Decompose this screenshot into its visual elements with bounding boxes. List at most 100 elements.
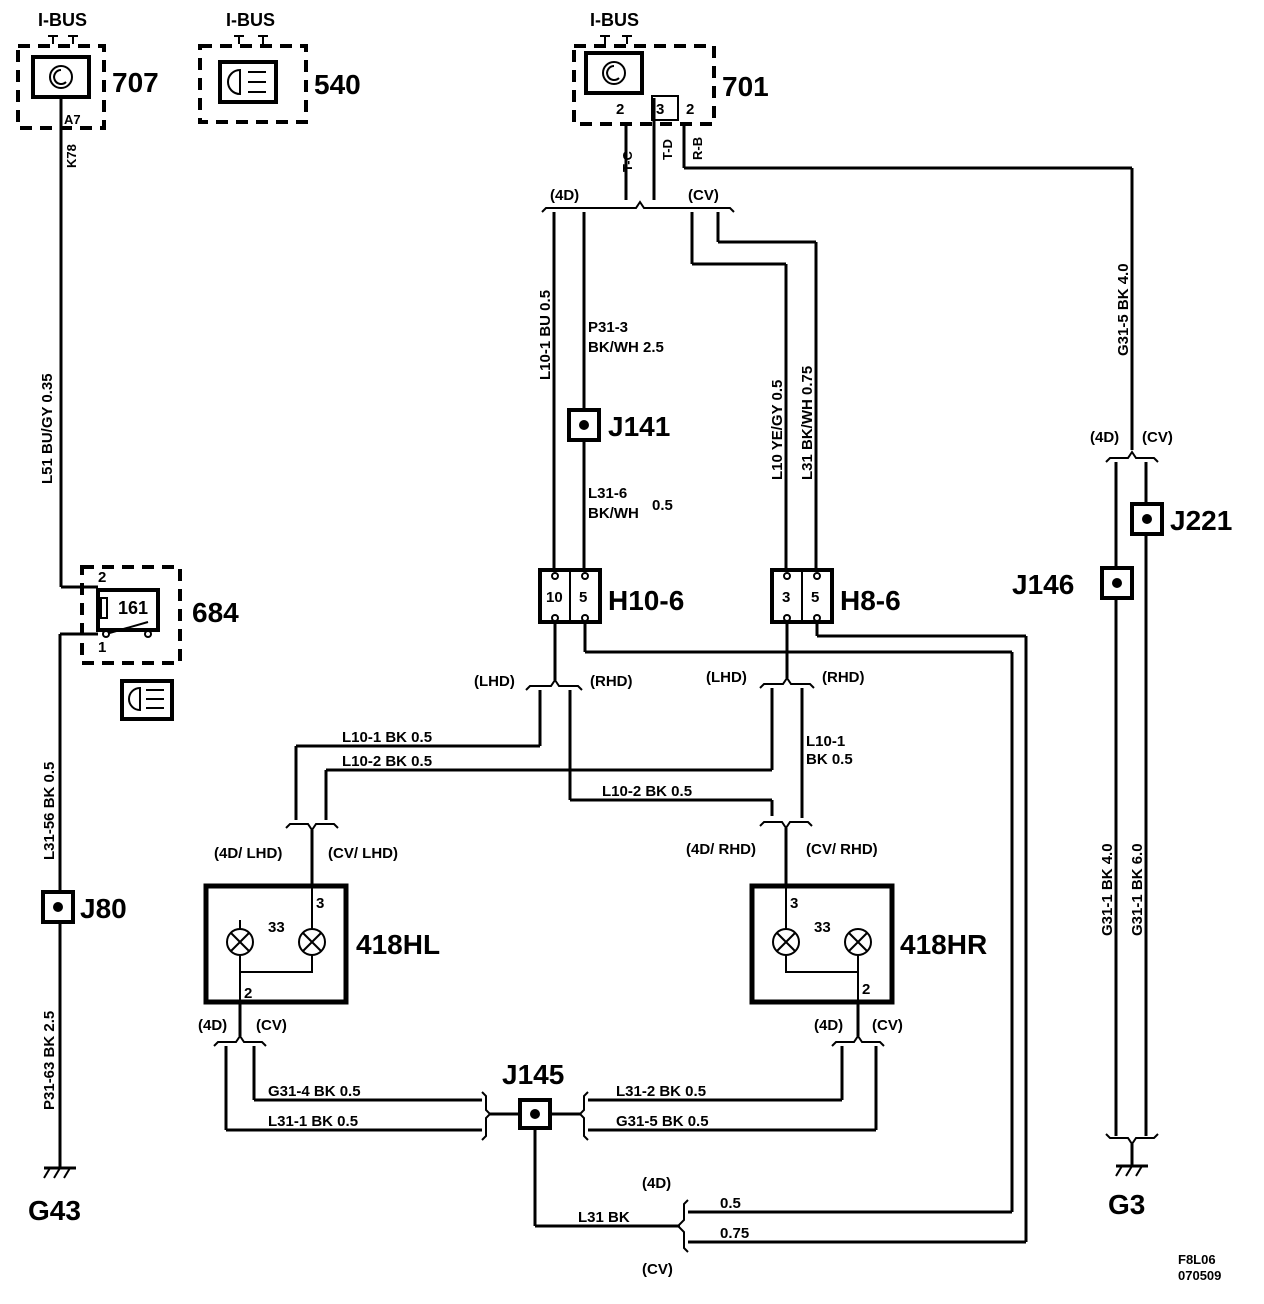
footer-date: 070509 [1178,1268,1221,1283]
wire-l31-bkwh-label: L31 BK/WH 0.75 [799,366,816,480]
variant-4d-top: (4D) [550,187,579,204]
bus-label-701: I-BUS [590,10,639,30]
ground-g43: G43 [28,1195,81,1226]
variant-brace-rhd [759,821,813,830]
bulb-icon [772,928,800,956]
relay-pin-1: 1 [98,639,106,656]
relay-switch-icon [105,621,149,635]
wire-g31-1a-label: G31-1 BK 4.0 [1099,843,1116,936]
bulb-icon [844,928,872,956]
wire-l31-2: L31-2 BK 0.5 [616,1083,706,1100]
junction-j145-label: J145 [502,1059,564,1090]
variant-lhd-1: (LHD) [474,673,515,690]
bulb-icon [298,928,326,956]
pin-701-td: 3 [656,101,664,118]
wire-l10-2-center: L10-2 BK 0.5 [602,783,692,800]
lamp-418hl-label: 418HL [356,929,440,960]
junction-j146-label: J146 [1012,569,1074,600]
variant-4d-right: (4D) [1090,429,1119,446]
bulb-icon [226,928,254,956]
variant-brace-right [1105,450,1159,463]
variant-brace-lhd [285,823,339,832]
footer-code: F8L06 [1178,1252,1216,1267]
headlamp-icon [218,60,278,104]
wire-l10-ye-label: L10 YE/GY 0.5 [769,380,786,480]
connector-h10-pin-5: 5 [579,589,587,606]
dial-icon [584,51,644,95]
variant-cv-right: (CV) [1142,429,1173,446]
wire-g31-5: G31-5 BK 0.5 [616,1113,709,1130]
connector-h8-pin-5: 5 [811,589,819,606]
relay-161-box [96,588,160,632]
variant-4d-hr: (4D) [814,1017,843,1034]
relay-684-id: 684 [192,597,239,628]
lamp-418hl [203,883,349,1005]
wire-p31-3-spec: BK/WH 2.5 [588,339,664,356]
variant-brace-hl [213,1034,267,1047]
wire-rb: R-B [690,137,705,160]
junction-j141-label: J141 [608,411,670,442]
variant-cv-lhd: (CV/ LHD) [328,845,398,862]
pin-a7: A7 [64,112,81,127]
lamp-418hl-num: 33 [268,919,285,936]
wire-g31-4: G31-4 BK 0.5 [268,1083,361,1100]
module-540-outline [198,44,308,124]
module-701-id: 701 [722,71,769,102]
wire-l10-1-right: L10-1 [806,733,845,750]
wire-l10-1-left: L10-1 BK 0.5 [342,729,432,746]
module-701-outline [572,44,716,126]
variant-cv-hr: (CV) [872,1017,903,1034]
bus-connector-701 [600,35,632,44]
junction-j80-label: J80 [80,893,127,924]
wire-l31-6-color: BK/WH [588,505,639,522]
wire-l51-label: L51 BU/GY 0.35 [39,373,56,484]
connector-h10-pin-10: 10 [546,589,563,606]
wire-g31-1b-label: G31-1 BK 6.0 [1129,843,1146,936]
brace-j145-left [481,1091,492,1141]
wire-l31-1: L31-1 BK 0.5 [268,1113,358,1130]
relay-pin-2: 2 [98,569,106,586]
wire-l31-56-label: L31-56 BK 0.5 [41,762,58,860]
module-540-id: 540 [314,69,361,100]
variant-4d-rhd: (4D/ RHD) [686,841,756,858]
headlamp-icon [120,679,174,721]
ground-icon [1115,1164,1148,1177]
bus-label-540: I-BUS [226,10,275,30]
variant-cv-hl: (CV) [256,1017,287,1034]
wire-p31-63-label: P31-63 BK 2.5 [41,1011,58,1110]
brace-j145-right [578,1091,589,1141]
wire-size-075: 0.75 [720,1225,749,1242]
bus-connector-707 [48,35,78,44]
wire-g31-5-top-label: G31-5 BK 4.0 [1115,263,1132,356]
pin-701-rb: 2 [686,101,694,118]
relay-684-outline [80,565,182,665]
junction-j221-label: J221 [1170,505,1232,536]
wire-l31-6-size: 0.5 [652,497,673,514]
connector-h8-6-label: H8-6 [840,585,901,616]
relay-coil-icon [100,597,108,619]
connector-h8-pin-3: 3 [782,589,790,606]
variant-lhd-2: (LHD) [706,669,747,686]
variant-4d-lhd: (4D/ LHD) [214,845,282,862]
wire-l10-2-left: L10-2 BK 0.5 [342,753,432,770]
connector-h10-6-label: H10-6 [608,585,684,616]
pin-701-tc: 2 [616,101,624,118]
wire-k78: K78 [64,144,79,168]
wire-size-05: 0.5 [720,1195,741,1212]
lamp-418hl-pin-3: 3 [316,895,324,912]
variant-brace-2 [759,676,815,689]
variant-brace-1 [525,678,583,691]
lamp-418hr-num: 33 [814,919,831,936]
brace-g3 [1105,1133,1159,1146]
lamp-418hr-label: 418HR [900,929,987,960]
wire-l31-6-label: L31-6 [588,485,627,502]
variant-cv-rhd: (CV/ RHD) [806,841,878,858]
wire-l10-1-right-spec: BK 0.5 [806,751,853,768]
wire-td: T-D [660,139,675,160]
bus-connector-540 [234,35,268,44]
variant-4d-bottom: (4D) [642,1175,671,1192]
variant-brace-bottom [676,1199,689,1253]
ground-g3: G3 [1108,1189,1145,1220]
variant-cv-bottom: (CV) [642,1261,673,1278]
